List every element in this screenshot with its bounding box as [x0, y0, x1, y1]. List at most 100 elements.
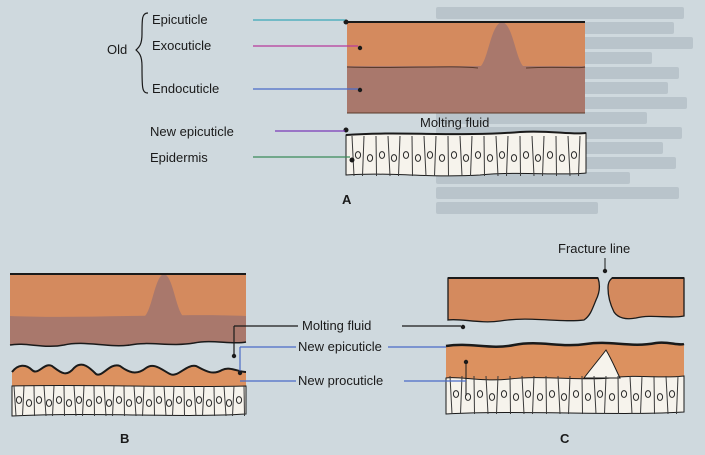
cell-nucleus: [536, 393, 544, 401]
cell-nucleus: [534, 154, 542, 162]
panel-bc-leader-lines: [231, 325, 466, 382]
cell-wall: [519, 135, 521, 177]
cell-nucleus: [584, 393, 592, 401]
cell-nucleus: [145, 399, 153, 407]
cell-nucleus: [570, 151, 578, 159]
cell-nucleus: [175, 396, 183, 404]
cell-wall: [52, 385, 55, 417]
cell-nucleus: [225, 399, 233, 407]
panel-c-epidermis: [445, 375, 685, 415]
panel-a-letter: A: [342, 192, 352, 207]
cell-wall: [243, 385, 245, 417]
cell-nucleus: [235, 396, 243, 404]
cell-wall: [223, 385, 227, 417]
cell-wall: [22, 385, 25, 417]
cell-nucleus: [35, 396, 43, 404]
cell-nucleus: [205, 399, 213, 407]
cell-nucleus: [572, 390, 580, 398]
cell-wall: [521, 375, 525, 415]
cell-nucleus: [644, 390, 652, 398]
cell-wall: [398, 135, 401, 177]
cell-nucleus: [55, 396, 63, 404]
cell-nucleus: [65, 399, 73, 407]
cell-wall: [485, 375, 489, 415]
cell-nucleus: [378, 151, 386, 159]
cell-wall: [578, 135, 581, 177]
panel-a-dermal-gland-bump: [478, 22, 526, 68]
panel-b-dermal-gland-bump: [142, 274, 186, 318]
cell-wall: [495, 135, 499, 177]
cell-nucleus: [524, 390, 532, 398]
cell-nucleus: [486, 154, 494, 162]
cell-nucleus: [195, 396, 203, 404]
panel-c-letter: C: [560, 431, 570, 446]
cell-nucleus: [560, 393, 568, 401]
panel-c-epidermal-cells: [449, 375, 679, 415]
cell-wall: [665, 375, 669, 415]
panel-b-exocuticle: [10, 274, 246, 318]
old-brace: [135, 12, 149, 94]
cell-wall: [73, 385, 77, 417]
panel-c-old-cuticle-left: [447, 277, 600, 323]
cell-nucleus: [632, 393, 640, 401]
panel-b-new-procuticle: [12, 364, 246, 387]
cell-nucleus: [450, 151, 458, 159]
panel-a-epidermis: [345, 131, 587, 177]
label-epidermis: Epidermis: [150, 150, 208, 165]
cell-wall: [604, 375, 607, 415]
cell-wall: [63, 385, 65, 417]
cell-nucleus: [512, 393, 520, 401]
panel-b-letter: B: [120, 431, 130, 446]
label-new-epicuticle-bc: New epicuticle: [298, 339, 382, 354]
panel-c-new-procuticle: [446, 342, 684, 380]
cell-nucleus: [366, 154, 374, 162]
cell-nucleus: [390, 154, 398, 162]
cell-wall: [213, 385, 215, 417]
label-epicuticle: Epicuticle: [152, 12, 208, 27]
cell-wall: [460, 375, 463, 415]
cell-nucleus: [354, 151, 362, 159]
label-endocuticle: Endocuticle: [152, 81, 220, 96]
cell-wall: [33, 385, 35, 417]
cell-wall: [411, 135, 413, 177]
cell-nucleus: [668, 390, 676, 398]
cell-nucleus: [185, 399, 193, 407]
cell-nucleus: [115, 396, 123, 404]
cell-nucleus: [488, 393, 496, 401]
cell-wall: [568, 375, 571, 415]
cell-wall: [470, 135, 473, 177]
cell-nucleus: [546, 151, 554, 159]
cell-wall: [103, 385, 107, 417]
cell-wall: [496, 375, 499, 415]
cell-nucleus: [498, 151, 506, 159]
cell-nucleus: [95, 396, 103, 404]
cell-nucleus: [402, 151, 410, 159]
cell-nucleus: [558, 154, 566, 162]
label-old: Old: [107, 42, 128, 57]
cell-nucleus: [620, 390, 628, 398]
cell-nucleus: [125, 399, 133, 407]
cell-wall: [434, 135, 437, 177]
cell-nucleus: [155, 396, 163, 404]
panel-b: [9, 273, 247, 417]
cell-nucleus: [510, 154, 518, 162]
cell-nucleus: [135, 396, 143, 404]
cell-wall: [676, 375, 679, 415]
cell-nucleus: [105, 399, 113, 407]
cell-nucleus: [85, 399, 93, 407]
cell-nucleus: [165, 399, 173, 407]
cell-nucleus: [15, 396, 23, 404]
cell-nucleus: [75, 396, 83, 404]
label-exocuticle: Exocuticle: [152, 38, 212, 53]
cell-wall: [387, 135, 391, 177]
label-new-epicuticle-a: New epicuticle: [150, 124, 234, 139]
cell-nucleus: [500, 390, 508, 398]
cell-nucleus: [25, 399, 33, 407]
cell-wall: [459, 135, 463, 177]
cell-wall: [133, 385, 137, 417]
cell-wall: [43, 385, 47, 417]
cell-nucleus: [464, 393, 472, 401]
cell-nucleus: [474, 151, 482, 159]
label-molting-fluid-bc: Molting fluid: [302, 318, 372, 333]
